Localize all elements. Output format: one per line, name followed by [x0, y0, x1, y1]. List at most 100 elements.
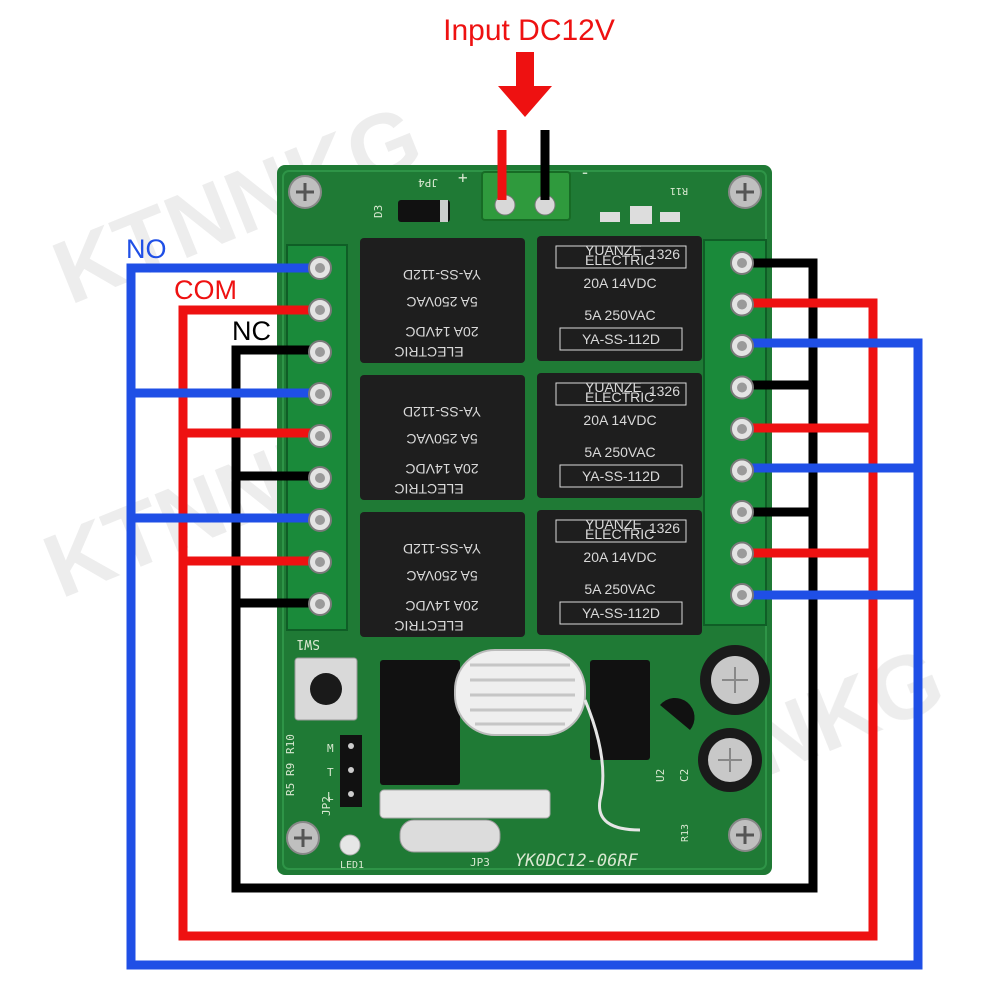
relay-model: YA-SS-112D — [403, 404, 481, 420]
silk-d3: D3 — [372, 205, 385, 218]
decoder-chip — [380, 660, 460, 785]
relay-rating: 20A 14VDC — [583, 549, 656, 565]
relay-brand: ELECTRIC — [585, 389, 654, 405]
right-terminal-screws — [730, 251, 754, 607]
relay-rating: 20A 14VDC — [405, 324, 478, 340]
left-terminal-screw-nc — [308, 592, 332, 616]
com-loop-wire — [178, 298, 878, 941]
relay-model: YA-SS-112D — [582, 605, 660, 621]
right-terminal-screw-nc — [730, 251, 754, 275]
silk-jp4: JP4 — [418, 176, 438, 189]
right-terminal-screw-no — [730, 334, 754, 358]
relay-brand: ELECTRIC — [585, 526, 654, 542]
right-terminal-screw-no — [730, 583, 754, 607]
left-terminal-screw-com — [308, 424, 332, 448]
relay-rating: 20A 14VDC — [583, 275, 656, 291]
relay-right-bottom: YUANZE ELECTRIC 1326 20A 14VDC 5A 250VAC… — [537, 510, 702, 635]
diode-d3 — [398, 200, 450, 222]
push-button — [310, 673, 342, 705]
relay-brand: ELECTRIC — [585, 252, 654, 268]
silk-r9: R9 — [284, 763, 297, 776]
silk-jp2: JP2 — [320, 796, 333, 816]
transistor — [660, 697, 695, 730]
left-terminal-screws — [308, 256, 332, 616]
right-terminal-screw-no — [730, 458, 754, 483]
board-model-label: YK0DC12-06RF — [515, 851, 639, 871]
input-wires — [497, 130, 550, 200]
relay-model: YA-SS-112D — [582, 331, 660, 347]
relay-brand: YUANZE — [585, 516, 642, 532]
silk-r10: R10 — [284, 734, 297, 754]
mounting-screw-icon — [286, 175, 762, 855]
input-arrow-icon — [498, 52, 552, 117]
legend-com-label: COM — [174, 275, 237, 305]
relay-rating: 5A 250VAC — [406, 568, 477, 584]
right-terminal-screw-com — [730, 417, 754, 441]
silk-r11: R11 — [670, 185, 688, 196]
relay-brand: YUANZE — [585, 379, 642, 395]
relay-rating: 20A 14VDC — [405, 598, 478, 614]
relay-brand: YUANZE — [585, 242, 642, 258]
relay-code: 1326 — [649, 383, 680, 399]
input-voltage-title: Input DC12V — [443, 14, 615, 47]
silkscreen-labels: JP4 D3 R11 SW1 R10 R9 R5 JP2 M T L JP3 L… — [284, 168, 691, 871]
relay-brand: ELECTRIC — [394, 481, 463, 497]
left-terminal-screw-com — [308, 298, 332, 322]
silk-jp3: JP3 — [470, 856, 490, 869]
left-terminal-screw-com — [308, 550, 332, 574]
silk-sw1: SW1 — [297, 636, 320, 651]
left-terminal-screw-no — [308, 508, 332, 532]
silk-c2: C2 — [678, 769, 691, 782]
relay-brand: ELECTRIC — [394, 618, 463, 634]
silk-r13: R13 — [680, 824, 691, 842]
right-terminal-screw-nc — [730, 500, 754, 524]
relay-code: 1326 — [649, 520, 680, 536]
relay-rating: 5A 250VAC — [584, 444, 655, 460]
silk-plus: + — [458, 168, 468, 187]
capacitor-c2 — [698, 728, 762, 792]
relay-code: 1326 — [649, 246, 680, 262]
silk-t: T — [327, 766, 334, 779]
no-loop-wire — [126, 263, 923, 970]
silk-m: M — [327, 742, 334, 755]
legend-no-label: NO — [126, 234, 167, 264]
left-tap-wires — [131, 388, 320, 608]
wiring-loops — [126, 258, 923, 970]
relay-rating: 5A 250VAC — [406, 431, 477, 447]
relay-right-top: YUANZE ELECTRIC 1326 20A 14VDC 5A 250VAC… — [537, 236, 702, 361]
relay-rating: 5A 250VAC — [584, 307, 655, 323]
left-terminal-screw-nc — [308, 340, 332, 364]
relay-left-bottom: YA-SS-112D 5A 250VAC 20A 14VDC ELECTRIC — [360, 512, 525, 637]
left-terminal-screw-no — [308, 256, 332, 280]
relay-model: YA-SS-112D — [403, 267, 481, 283]
crystal-oscillator — [399, 819, 501, 853]
silk-r5: R5 — [284, 783, 297, 796]
silk-l: L — [327, 790, 334, 803]
relay-driver-chip — [590, 660, 650, 760]
relay-rating: 20A 14VDC — [405, 461, 478, 477]
relay-left-top: YA-SS-112D 5A 250VAC 20A 14VDC ELECTRIC — [360, 238, 525, 363]
legend-nc-label: NC — [232, 316, 271, 346]
silk-led1: LED1 — [340, 860, 364, 871]
relay-model: YA-SS-112D — [582, 468, 660, 484]
nc-loop-wire — [231, 258, 818, 893]
right-terminal-screw-com — [730, 292, 754, 317]
silk-u2: U2 — [654, 769, 667, 782]
polarity-minus-label: - — [582, 162, 588, 182]
right-tap-wires — [742, 380, 918, 600]
right-terminal-screw-com — [730, 541, 754, 566]
pcb-lower-components — [294, 645, 770, 856]
relay-model: YA-SS-112D — [403, 541, 481, 557]
antenna-coil — [454, 649, 641, 832]
relay-rating: 20A 14VDC — [583, 412, 656, 428]
relay-left-middle: YA-SS-112D 5A 250VAC 20A 14VDC ELECTRIC — [360, 375, 525, 500]
relay-rating: 5A 250VAC — [584, 581, 655, 597]
relay-brand: ELECTRIC — [394, 344, 463, 360]
left-terminal-screw-no — [308, 382, 332, 406]
led1 — [339, 834, 361, 856]
relay-rating: 5A 250VAC — [406, 294, 477, 310]
capacitor-c1 — [700, 645, 770, 715]
left-terminal-screw-nc — [308, 466, 332, 490]
relay-right-middle: YUANZE ELECTRIC 1326 20A 14VDC 5A 250VAC… — [537, 373, 702, 498]
